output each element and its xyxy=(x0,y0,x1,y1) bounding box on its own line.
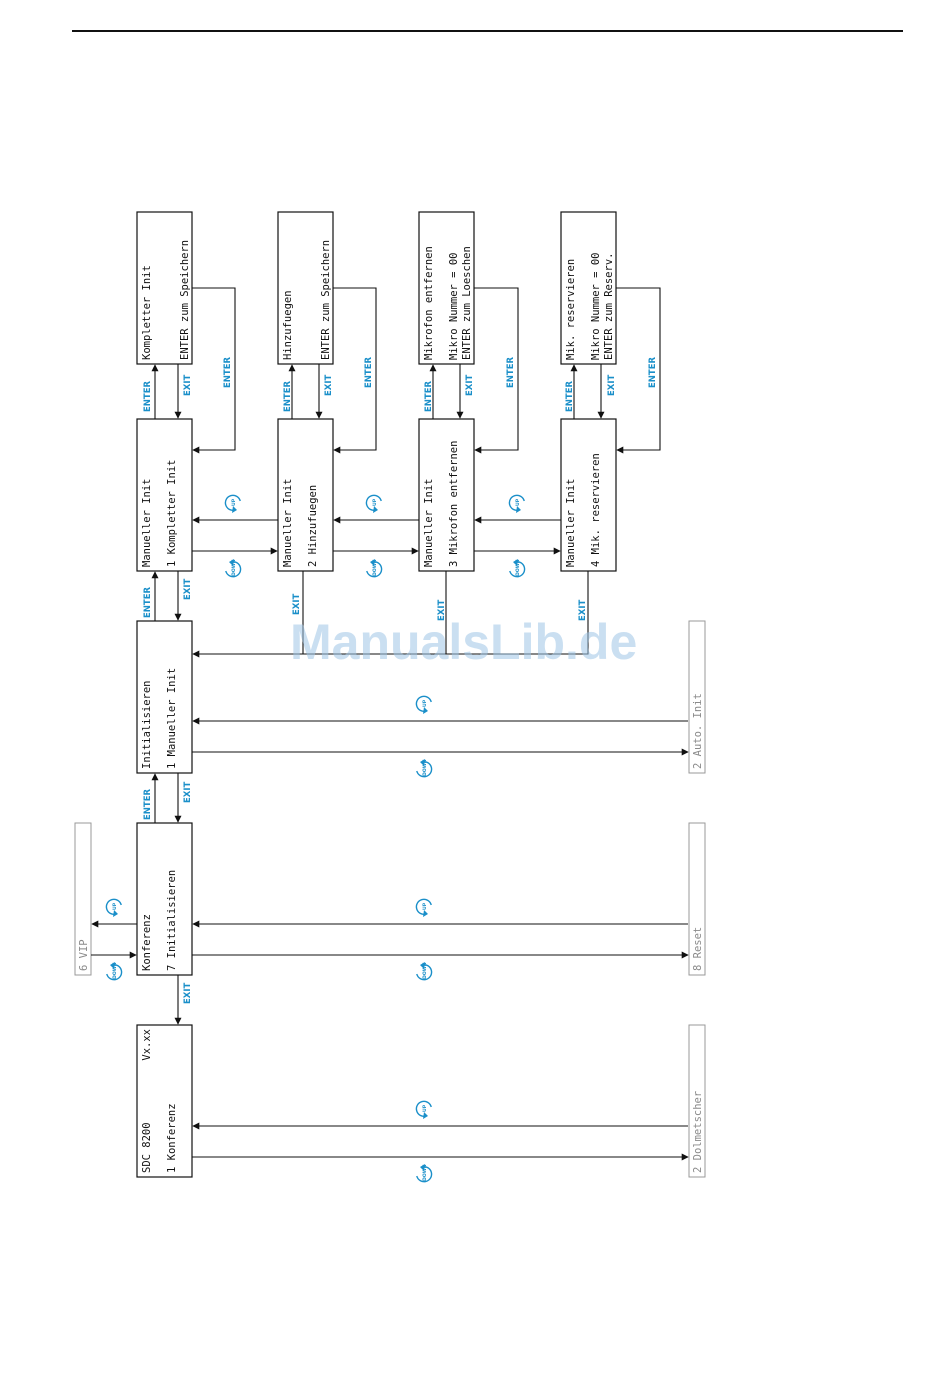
screen-hinzufuegen-save: Hinzufuegen ENTER zum Speichern xyxy=(277,211,334,365)
label-enter: ENTER xyxy=(143,586,153,618)
konferenz-line2: 7 Initialisieren xyxy=(166,870,178,971)
label-enter: ENTER xyxy=(364,356,374,388)
label-exit: EXIT xyxy=(292,593,302,615)
arrow-top4-enter-loop xyxy=(616,287,661,454)
label-enter: ENTER xyxy=(565,380,575,412)
screen-dolmetscher: 2 Dolmetscher xyxy=(688,1024,706,1178)
svg-text:UP: UP xyxy=(231,498,237,506)
screen-sdc-8200: SDC 8200 Vx.xx 1 Konferenz xyxy=(136,1024,193,1178)
komplett-save-line1: Kompletter Init xyxy=(141,265,153,360)
screen-reset: 8 Reset xyxy=(688,822,706,976)
man-hinzu-line2: 2 Hinzufuegen xyxy=(307,485,319,567)
label-exit: EXIT xyxy=(183,781,193,803)
label-exit: EXIT xyxy=(324,374,334,396)
up-icon: UP xyxy=(415,1100,432,1120)
down-icon: DOWN xyxy=(416,758,433,778)
screen-vip: 6 VIP xyxy=(74,822,92,976)
screen-manueller-init-reservieren: Manueller Init 4 Mik. reservieren xyxy=(560,418,617,572)
screen-initialisieren: Initialisieren 1 Manueller Init xyxy=(136,620,193,774)
screen-mikrofon-entfernen-delete: Mikrofon entfernen Mikro Nummer = 00 ENT… xyxy=(418,211,475,365)
screen-manueller-init-komplett: Manueller Init 1 Kompletter Init xyxy=(136,418,193,572)
svg-text:DOWN: DOWN xyxy=(231,559,237,576)
arrow-top3-enter-loop xyxy=(474,287,519,454)
screen-auto-init: 2 Auto. Init xyxy=(688,620,706,774)
svg-text:UP: UP xyxy=(515,498,521,506)
sdc-version: Vx.xx xyxy=(141,1029,153,1061)
man-komplett-line2: 1 Kompletter Init xyxy=(166,460,178,567)
down-icon: DOWN xyxy=(106,961,123,981)
auto-init-line1: 2 Auto. Init xyxy=(692,693,704,769)
label-exit: EXIT xyxy=(183,374,193,396)
label-exit: EXIT xyxy=(578,599,588,621)
svg-text:UP: UP xyxy=(422,902,428,910)
up-icon: UP xyxy=(365,494,382,514)
komplett-save-line2: ENTER zum Speichern xyxy=(179,240,191,360)
sdc-line1: SDC 8200 xyxy=(141,1122,153,1173)
reserv-save-line1: Mik. reservieren xyxy=(565,259,577,360)
down-icon: DOWN xyxy=(225,558,242,578)
up-icon: UP xyxy=(224,494,241,514)
reserv-save-line2: Mikro Nummer = 00 xyxy=(590,253,602,360)
svg-text:DOWN: DOWN xyxy=(422,962,428,979)
up-icon: UP xyxy=(415,695,432,715)
arrow-top1-enter-loop xyxy=(192,287,236,454)
label-enter: ENTER xyxy=(283,380,293,412)
down-icon: DOWN xyxy=(509,558,526,578)
label-enter: ENTER xyxy=(143,380,153,412)
svg-text:DOWN: DOWN xyxy=(422,1164,428,1181)
reset-line1: 8 Reset xyxy=(692,927,704,971)
screen-manueller-init-hinzufuegen: Manueller Init 2 Hinzufuegen xyxy=(277,418,334,572)
label-enter: ENTER xyxy=(506,356,516,388)
up-icon: UP xyxy=(508,494,525,514)
mikrofon-del-line2: Mikro Nummer = 00 xyxy=(448,253,460,360)
label-exit: EXIT xyxy=(607,374,617,396)
label-exit: EXIT xyxy=(183,578,193,600)
man-komplett-line1: Manueller Init xyxy=(141,478,153,567)
man-mikrofon-line1: Manueller Init xyxy=(423,478,435,567)
man-hinzu-line1: Manueller Init xyxy=(282,478,294,567)
down-icon: DOWN xyxy=(416,961,433,981)
screen-kompletter-init-save: Kompletter Init ENTER zum Speichern xyxy=(136,211,193,365)
initialisieren-line2: 1 Manueller Init xyxy=(166,668,178,769)
konferenz-line1: Konferenz xyxy=(141,914,153,971)
man-reserv-line2: 4 Mik. reservieren xyxy=(590,453,602,567)
up-icon: UP xyxy=(415,898,432,918)
watermark: ManualsLib.de xyxy=(290,614,637,670)
svg-text:UP: UP xyxy=(372,498,378,506)
screen-mik-reservieren-save: Mik. reservieren Mikro Nummer = 00 ENTER… xyxy=(560,211,617,365)
man-mikrofon-line2: 3 Mikrofon entfernen xyxy=(448,441,460,567)
vip-line1: 6 VIP xyxy=(78,939,90,971)
sdc-line2: 1 Konferenz xyxy=(166,1103,178,1173)
svg-text:DOWN: DOWN xyxy=(112,962,118,979)
dolmetscher-line1: 2 Dolmetscher xyxy=(692,1091,704,1173)
arrow-exit-man4-line xyxy=(192,571,589,658)
initialisieren-line1: Initialisieren xyxy=(141,680,153,769)
svg-text:UP: UP xyxy=(422,1104,428,1112)
svg-text:DOWN: DOWN xyxy=(422,759,428,776)
label-exit: EXIT xyxy=(465,374,475,396)
man-reserv-line1: Manueller Init xyxy=(565,478,577,567)
svg-text:UP: UP xyxy=(112,902,118,910)
label-enter: ENTER xyxy=(223,356,233,388)
label-exit: EXIT xyxy=(183,982,193,1004)
mikrofon-del-line3: ENTER zum Loeschen xyxy=(461,246,473,360)
mikrofon-del-line1: Mikrofon entfernen xyxy=(423,246,435,360)
up-icon: UP xyxy=(105,898,122,918)
down-icon: DOWN xyxy=(366,558,383,578)
reserv-save-line3: ENTER zum Reserv. xyxy=(603,253,615,360)
arrow-top2-enter-loop xyxy=(333,287,377,454)
label-exit: EXIT xyxy=(437,599,447,621)
screen-konferenz: Konferenz 7 Initialisieren xyxy=(136,822,193,976)
label-enter: ENTER xyxy=(424,380,434,412)
label-enter: ENTER xyxy=(143,788,153,820)
label-enter: ENTER xyxy=(648,356,658,388)
svg-text:DOWN: DOWN xyxy=(515,559,521,576)
hinzu-save-line1: Hinzufuegen xyxy=(282,290,294,360)
hinzu-save-line2: ENTER zum Speichern xyxy=(320,240,332,360)
down-icon: DOWN xyxy=(416,1163,433,1183)
screen-manueller-init-mikrofon: Manueller Init 3 Mikrofon entfernen xyxy=(418,418,475,572)
svg-text:DOWN: DOWN xyxy=(372,559,378,576)
svg-text:UP: UP xyxy=(422,699,428,707)
